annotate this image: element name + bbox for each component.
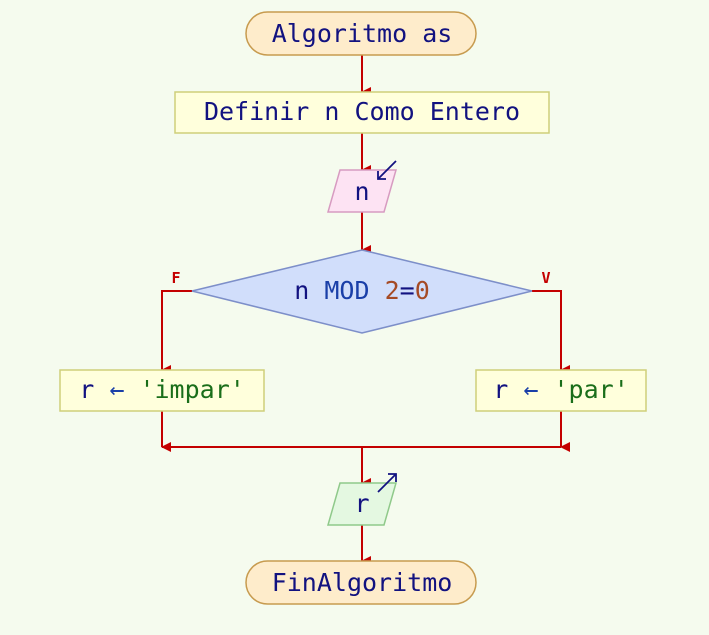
input-variable: n	[354, 177, 369, 206]
true-branch-label: V	[541, 269, 550, 287]
start-terminal: Algoritmo as	[245, 11, 477, 56]
connectors	[161, 55, 570, 566]
assign-arrow-icon: ←	[109, 375, 124, 404]
decision-equals: =	[400, 276, 415, 305]
arrow-true-branch	[532, 290, 570, 375]
output-arrow-icon	[377, 473, 397, 493]
start-label: Algoritmo as	[272, 19, 453, 48]
assign-false-value: 'impar'	[139, 375, 244, 404]
define-process: Definir n Como Entero	[174, 91, 550, 134]
define-label: Definir n Como Entero	[204, 97, 520, 126]
decision-condition: n MOD 2=0	[294, 276, 430, 305]
assign-false-process: r ← 'impar'	[59, 369, 265, 412]
assign-true-process: r ← 'par'	[475, 369, 647, 412]
assign-true-var: r	[493, 375, 508, 404]
end-terminal: FinAlgoritmo	[245, 560, 477, 605]
decision-zero: 0	[415, 276, 430, 305]
end-label: FinAlgoritmo	[272, 568, 453, 597]
assign-false-var: r	[79, 375, 94, 404]
output-node: r	[327, 473, 397, 526]
assign-true-value: 'par'	[553, 375, 628, 404]
input-node: n	[327, 160, 397, 213]
input-arrow-icon	[377, 160, 397, 180]
decision-node: n MOD 2=0 F V	[171, 249, 551, 334]
decision-var: n	[294, 276, 309, 305]
output-variable: r	[354, 489, 369, 518]
decision-number: 2	[385, 276, 400, 305]
decision-operator: MOD	[324, 276, 369, 305]
false-branch-label: F	[171, 269, 180, 287]
assign-true-label: r ← 'par'	[493, 375, 629, 404]
arrow-false-branch	[161, 290, 192, 375]
assign-false-label: r ← 'impar'	[79, 375, 245, 404]
assign-arrow-icon: ←	[523, 375, 538, 404]
